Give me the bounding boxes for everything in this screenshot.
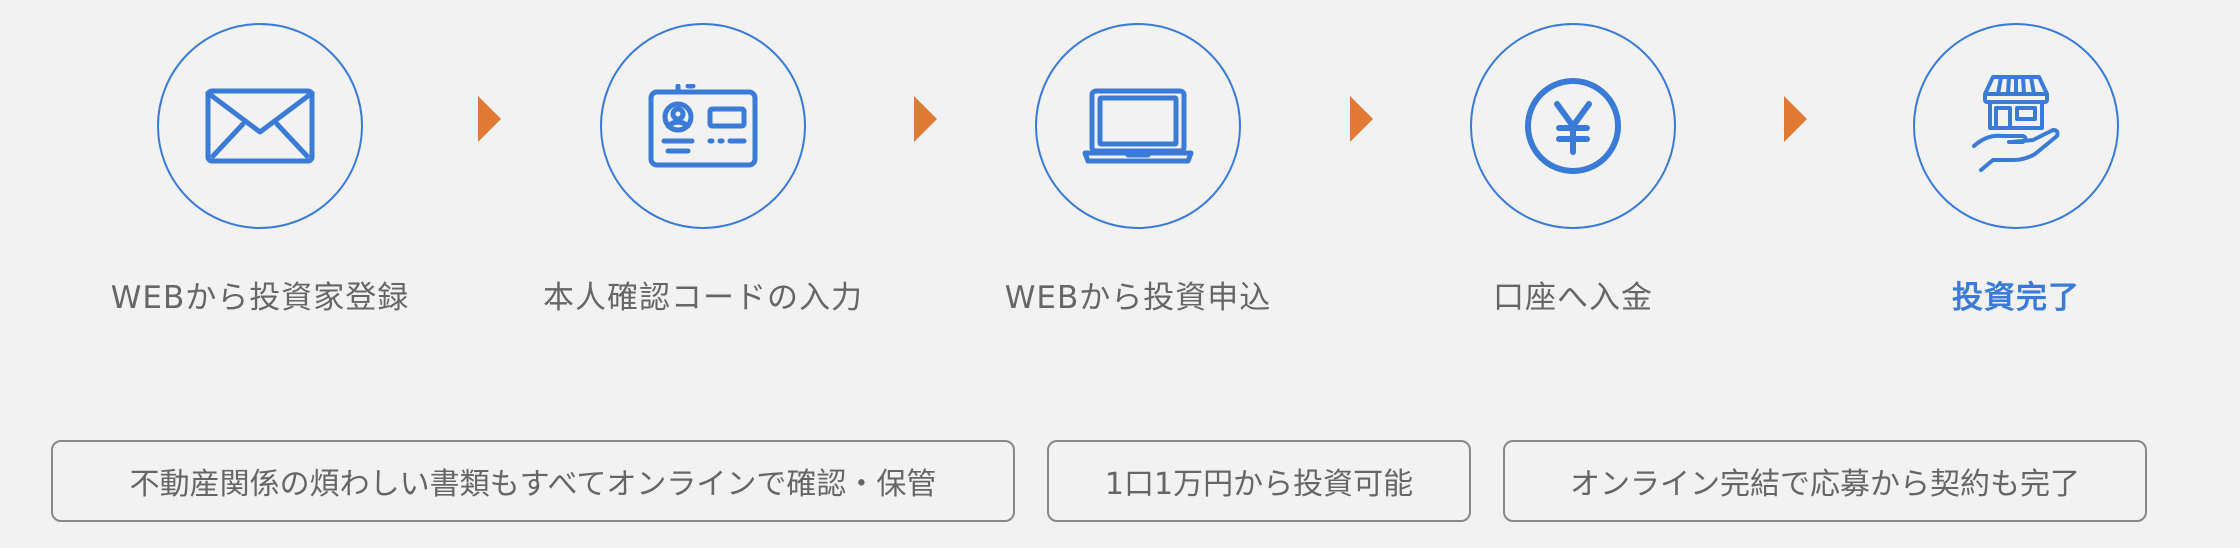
step-2-circle <box>600 23 806 229</box>
feature-box-min-investment: 1口1万円から投資可能 <box>1047 440 1471 522</box>
step-3-circle <box>1035 23 1241 229</box>
step-4-label: 口座へ入金 <box>1493 280 1653 316</box>
feature-box-paperless: 不動産関係の煩わしい書類もすべてオンラインで確認・保管 <box>51 440 1015 522</box>
step-4-circle <box>1470 23 1676 229</box>
feature-box-online-contract: オンライン完結で応募から契約も完了 <box>1503 440 2147 522</box>
step-5-circle <box>1913 23 2119 229</box>
step-3-label: WEBから投資申込 <box>1004 280 1272 316</box>
yen-coin-icon <box>1523 76 1623 176</box>
step-1-label: WEBから投資家登録 <box>110 280 410 316</box>
laptop-icon <box>1082 88 1194 164</box>
step-arrow-3 <box>1350 96 1373 142</box>
step-arrow-1 <box>478 96 501 142</box>
envelope-icon <box>205 88 315 164</box>
id-card-icon <box>648 84 758 168</box>
step-2-label: 本人確認コードの入力 <box>543 280 863 316</box>
step-arrow-2 <box>914 96 937 142</box>
shop-in-hand-icon <box>1971 74 2061 178</box>
step-5-label: 投資完了 <box>1952 280 2080 316</box>
step-1-circle <box>157 23 363 229</box>
step-arrow-4 <box>1784 96 1807 142</box>
